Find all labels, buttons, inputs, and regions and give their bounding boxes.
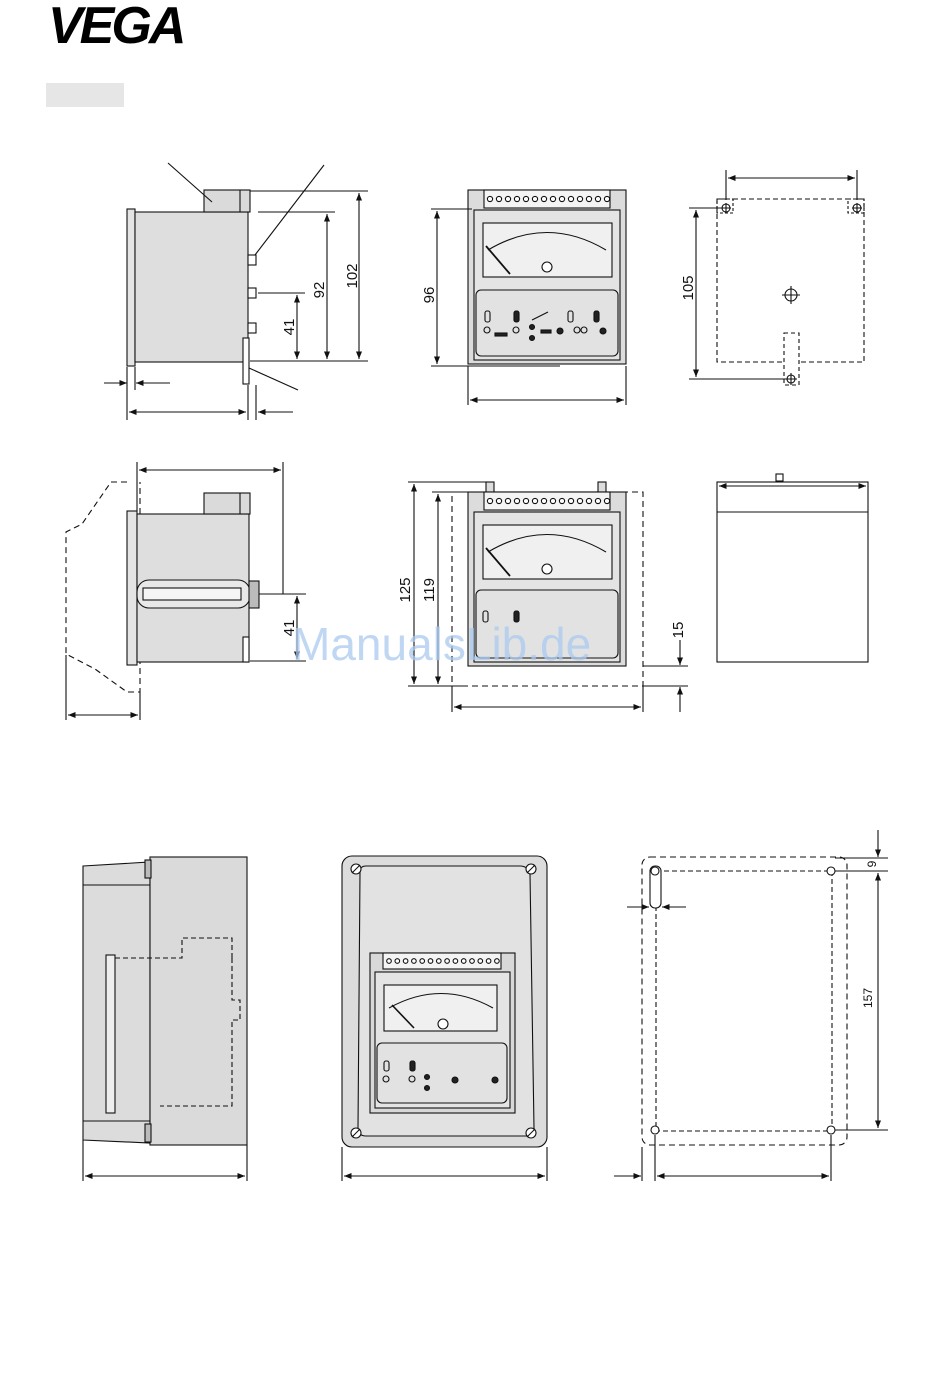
terminal-screw bbox=[568, 196, 573, 201]
front-view-panel bbox=[408, 482, 688, 712]
terminal-screw bbox=[387, 959, 392, 964]
terminal-screw bbox=[514, 196, 519, 201]
terminal-screw bbox=[461, 959, 466, 964]
terminal-screw bbox=[532, 498, 537, 503]
terminal-screw bbox=[550, 498, 555, 503]
terminal-screw bbox=[420, 959, 425, 964]
terminal-screw bbox=[437, 959, 442, 964]
terminal-screw bbox=[604, 196, 609, 201]
mounting-template-rail bbox=[689, 170, 864, 385]
terminal-screw bbox=[428, 959, 433, 964]
terminal-screw bbox=[595, 196, 600, 201]
terminal-screw bbox=[514, 498, 519, 503]
terminal-screw bbox=[487, 196, 492, 201]
housing-side-view bbox=[83, 857, 247, 1181]
dimension-label-125: 125 bbox=[397, 577, 414, 602]
terminal-screw bbox=[496, 196, 501, 201]
dimension-label-9: 9 bbox=[865, 860, 879, 867]
front-view-rail bbox=[431, 190, 626, 405]
dimension-label-96: 96 bbox=[421, 287, 438, 304]
terminal-screw bbox=[403, 959, 408, 964]
terminal-screw bbox=[486, 959, 491, 964]
terminal-screw bbox=[445, 959, 450, 964]
terminal-screw bbox=[453, 959, 458, 964]
dimension-label-92: 92 bbox=[311, 282, 328, 299]
terminal-screw bbox=[532, 196, 537, 201]
side-view-rail bbox=[104, 163, 368, 420]
dimension-label-105: 105 bbox=[680, 275, 697, 300]
watermark: ManualsLib.de bbox=[292, 618, 591, 670]
terminal-screw bbox=[412, 959, 417, 964]
side-view-panel bbox=[66, 462, 306, 720]
panel-cutout-view bbox=[717, 474, 868, 662]
terminal-screw bbox=[577, 498, 582, 503]
terminal-screw bbox=[505, 498, 510, 503]
terminal-screw bbox=[550, 196, 555, 201]
terminal-screw bbox=[559, 196, 564, 201]
terminal-screw bbox=[541, 196, 546, 201]
dimension-label-41: 41 bbox=[281, 319, 298, 336]
terminal-screw bbox=[586, 498, 591, 503]
terminal-screw bbox=[604, 498, 609, 503]
terminal-screw bbox=[586, 196, 591, 201]
housing-mounting-template bbox=[614, 830, 888, 1181]
terminal-screw bbox=[505, 196, 510, 201]
terminal-screw bbox=[595, 498, 600, 503]
terminal-screw bbox=[487, 498, 492, 503]
terminal-screw bbox=[470, 959, 475, 964]
terminal-screw bbox=[523, 196, 528, 201]
terminal-screw bbox=[395, 959, 400, 964]
terminal-screw bbox=[559, 498, 564, 503]
terminal-screw bbox=[568, 498, 573, 503]
terminal-screw bbox=[495, 959, 500, 964]
dimension-label-157: 157 bbox=[861, 988, 875, 1008]
terminal-screw bbox=[523, 498, 528, 503]
housing-front-view bbox=[342, 856, 547, 1181]
terminal-screw bbox=[577, 196, 582, 201]
dimension-label-102: 102 bbox=[344, 263, 361, 288]
terminal-screw bbox=[478, 959, 483, 964]
terminal-screw bbox=[541, 498, 546, 503]
dimension-label-119: 119 bbox=[421, 578, 438, 602]
dimension-label-15: 15 bbox=[670, 622, 687, 639]
terminal-screw bbox=[496, 498, 501, 503]
